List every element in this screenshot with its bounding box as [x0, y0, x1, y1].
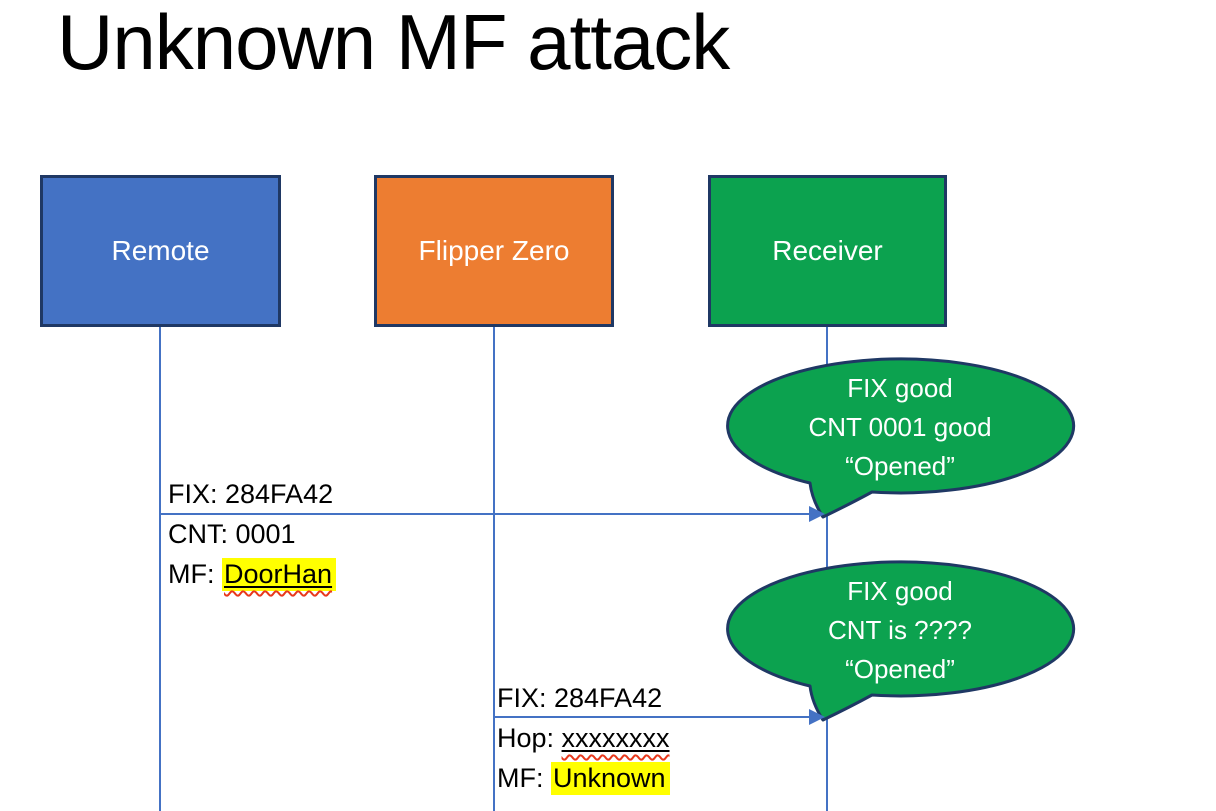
highlighted-value-doorhan: DoorHan — [222, 558, 337, 591]
actor-label-flipper-zero: Flipper Zero — [418, 235, 570, 267]
callout-text-1: FIX good CNT 0001 good “Opened” — [730, 369, 1070, 486]
callout-text-2: FIX good CNT is ???? “Opened” — [730, 572, 1070, 689]
callout1-line-1: FIX good — [847, 373, 953, 403]
actor-box-receiver: Receiver — [708, 175, 947, 327]
message-arrow-remote-to-receiver — [160, 513, 812, 515]
message-labels-flipper-to-receiver: FIX: 284FA42 Hop: xxxxxxxx MF: Unknown — [497, 678, 670, 798]
arrowhead-remote-to-receiver-icon — [809, 506, 825, 522]
message-arrow-flipper-to-receiver — [494, 716, 812, 718]
underlined-value-hop: xxxxxxxx — [561, 723, 670, 753]
callout2-line-2: CNT is ???? — [827, 615, 973, 645]
lifeline-remote — [159, 327, 161, 811]
message2-line-fix: FIX: 284FA42 — [497, 683, 663, 713]
actor-label-receiver: Receiver — [772, 235, 883, 267]
actor-label-remote: Remote — [111, 235, 210, 267]
arrowhead-flipper-to-receiver-icon — [809, 709, 825, 725]
message1-line-mf: MF: DoorHan — [168, 554, 337, 594]
callout2-line-1: FIX good — [847, 576, 953, 606]
callout1-line-3: “Opened” — [845, 451, 955, 481]
message1-line-cnt: CNT: 0001 — [168, 519, 296, 549]
lifeline-flipper-zero — [493, 327, 495, 811]
actor-box-flipper-zero: Flipper Zero — [374, 175, 614, 327]
slide-title: Unknown MF attack — [57, 0, 730, 86]
message2-line-hop: Hop: xxxxxxxx — [497, 723, 670, 753]
actor-box-remote: Remote — [40, 175, 281, 327]
callout1-line-2: CNT 0001 good — [808, 412, 992, 442]
message1-line-fix: FIX: 284FA42 — [168, 479, 334, 509]
message2-line-mf: MF: Unknown — [497, 758, 670, 798]
callout2-line-3: “Opened” — [845, 654, 955, 684]
highlighted-value-unknown: Unknown — [551, 762, 670, 795]
message-labels-remote-to-receiver: FIX: 284FA42 CNT: 0001 MF: DoorHan — [168, 474, 337, 594]
